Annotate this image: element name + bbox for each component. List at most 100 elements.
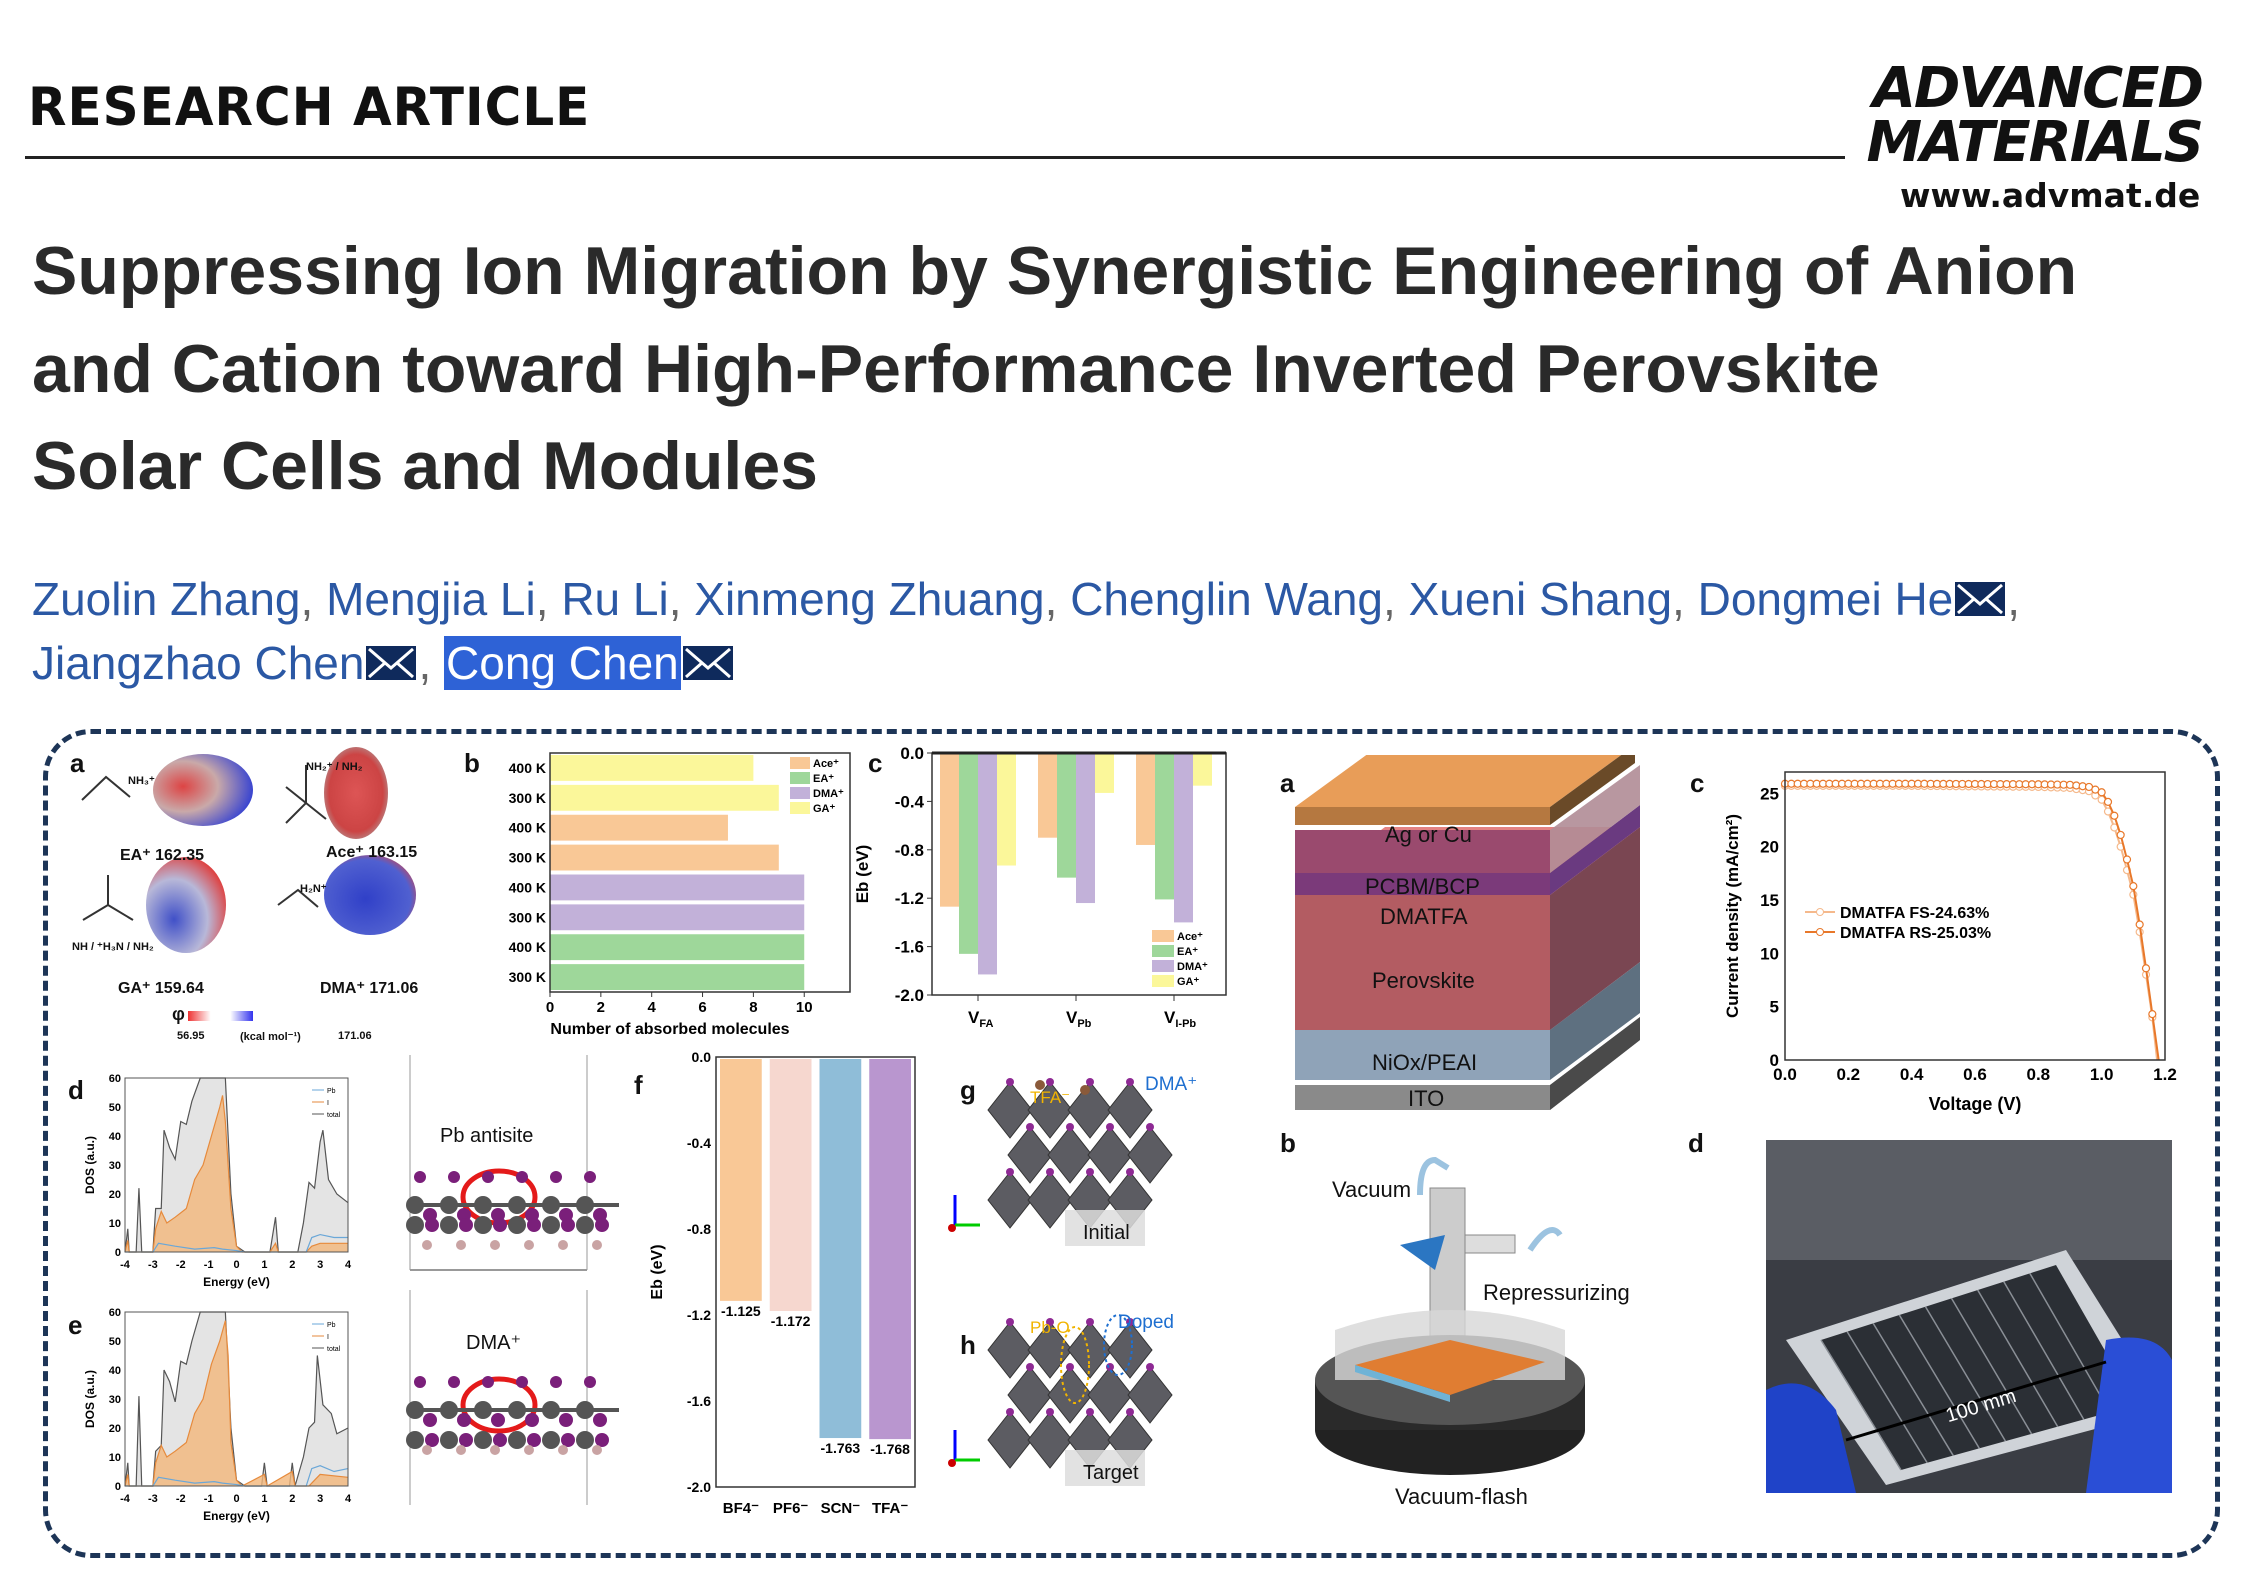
bar [550,874,805,901]
i-atom [1046,1408,1054,1416]
doped-highlight [1103,1314,1133,1376]
x-tick-label: 8 [749,999,757,1016]
i-atom [482,1376,494,1388]
module-stripe [1950,1297,2033,1435]
esp-min: 56.95 [177,1030,205,1042]
pb-atom [576,1196,594,1214]
x-tick-subscript: FA [979,1018,993,1030]
author-link[interactable]: Xueni Shang [1408,572,1673,625]
dma-esp-surface [324,855,416,935]
panel-label-right-d: d [1688,1128,1704,1158]
legend-label: GA⁺ [813,803,836,815]
journal-url[interactable]: www.advmat.de [1900,176,2201,215]
bar [1155,753,1174,900]
jv-marker [2148,1010,2157,1019]
author-link[interactable]: Dongmei He [1697,572,1954,625]
pbi6-octahedron [1027,1411,1073,1469]
legend-label: Pb [327,1322,336,1329]
i-atom [1086,1168,1094,1176]
email-icon[interactable] [366,645,417,680]
y-tick-label: 50 [109,1102,121,1114]
panel-label-a: a [70,748,85,778]
legend-swatch [790,802,810,814]
y-tick-label: 10 [1760,944,1779,963]
author-list-line-2: Jiangzhao Chen, Cong Chen [32,632,735,690]
y-tick-label: 25 [1760,784,1779,803]
i-atom [561,1433,575,1447]
stack-label-perovskite: Perovskite [1372,968,1475,993]
y-tick-label: -1.2 [895,889,924,908]
dos-fill-total [125,1312,348,1486]
y-tick-label: 30 [109,1160,121,1172]
i-atom [527,1218,541,1232]
bar [720,1059,762,1301]
axis-triad-icon [948,1195,980,1232]
ga-formula: NH / ⁺H₃N / NH₂ [72,941,154,953]
cation-atom [490,1240,500,1250]
x-tick-label: PF6⁻ [773,1500,809,1517]
pb-atom [576,1216,594,1234]
data-label: -1.172 [771,1313,811,1329]
esp-max: 171.06 [338,1030,372,1042]
author-link[interactable]: Zuolin Zhang [32,572,301,625]
author-link[interactable]: Chenglin Wang [1070,572,1384,625]
molecule-value: 163.15 [368,844,418,861]
author-link-selected[interactable]: Cong Chen [444,635,681,690]
module-stripe [1846,1331,1928,1464]
bar [997,753,1016,866]
y-tick-label: -1.6 [895,938,924,957]
x-tick-label: -1 [204,1259,214,1271]
bar [940,753,959,907]
i-atom [595,1433,609,1447]
i-atom [414,1376,426,1388]
module-stripe [2029,1272,2111,1413]
bar [959,753,978,954]
cation-atom [524,1240,534,1250]
molecule-esp-panel [81,747,416,1021]
author-link[interactable]: Jiangzhao Chen [32,636,365,689]
y-axis-label: DOS (a.u.) [83,1370,97,1428]
author-link[interactable]: Mengjia Li [326,572,536,625]
ga-skeleton [82,875,134,921]
x-tick-subscript: I-Pb [1175,1018,1196,1030]
y-tick-label: 20 [109,1189,121,1201]
data-label: -1.768 [870,1441,910,1457]
bar [1076,753,1095,904]
panel-label-d: d [68,1075,84,1105]
x-tick-label: 0.2 [1837,1065,1861,1084]
i-atom [423,1413,437,1427]
ace-label: Ace⁺ 163.15 [326,842,417,862]
legend-swatch [790,757,810,769]
target-label: Target [1083,1462,1139,1484]
cation-atom [558,1240,568,1250]
esp-color-bar [188,1011,253,1021]
label-box [1065,1210,1145,1246]
perovskite-lattice-models [948,1078,1173,1486]
panel-label-c: c [868,748,883,778]
dos-line-i [124,1320,349,1487]
y-tick-label: 60 [109,1073,121,1085]
x-tick-label: -2 [176,1493,186,1505]
cation-atom [592,1240,602,1250]
legend-swatch [790,787,810,799]
initial-label: Initial [1083,1222,1130,1244]
bar [550,934,805,961]
i-atom [1066,1363,1074,1371]
email-icon[interactable] [682,645,733,680]
y-tick-label: 0 [115,1481,121,1493]
i-atom [584,1376,596,1388]
email-icon[interactable] [1955,581,2006,616]
category-tick-label: 400 K [509,879,546,895]
jv-marker [2097,788,2106,797]
i-atom [1046,1078,1054,1086]
module-stripe [1977,1289,2059,1428]
author-link[interactable]: Xinmeng Zhuang [694,572,1045,625]
i-atom [448,1171,460,1183]
x-tick-label: 0 [546,999,554,1016]
author-link[interactable]: Ru Li [561,572,669,625]
separator: , [1383,572,1396,625]
x-tick-label: -4 [120,1259,131,1271]
bar [819,1059,862,1439]
